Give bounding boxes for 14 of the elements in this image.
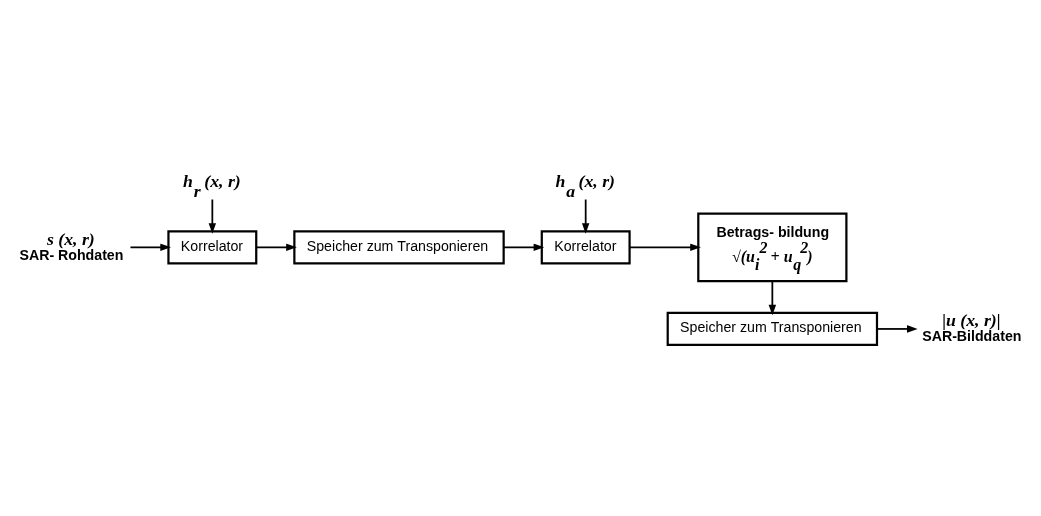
node-text: |u (x, r)| SAR-Bilddaten <box>922 310 1022 345</box>
node-box: Korrelator <box>540 230 631 265</box>
node-text: s (x, r) SAR- Rohdaten <box>19 228 124 263</box>
arrow <box>628 243 701 252</box>
arrow <box>876 325 918 333</box>
arrow <box>502 243 545 252</box>
node-box: Korrelator <box>167 230 258 265</box>
node-box: Speicher zum Transponieren <box>293 230 505 265</box>
arrow <box>129 243 171 252</box>
arrow <box>255 243 297 252</box>
arrow <box>208 198 217 234</box>
arrow <box>768 280 777 316</box>
node-box: Speicher zum Transponieren <box>666 311 879 347</box>
arrow <box>581 198 590 234</box>
